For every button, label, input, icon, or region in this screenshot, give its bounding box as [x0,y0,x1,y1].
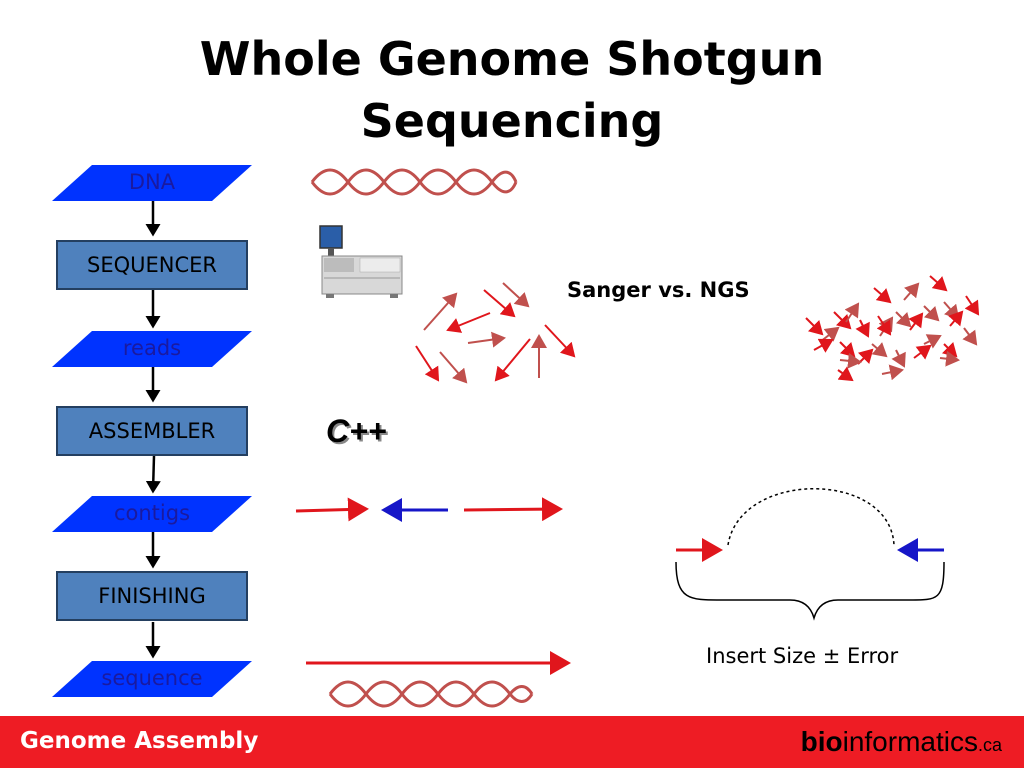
flow-label-dna: DNA [128,170,176,194]
title-line-1: Whole Genome Shotgun [199,32,825,86]
flow-shape-reads [52,331,252,367]
brand-bold: bio [800,726,843,757]
sanger-vs-ngs-label: Sanger vs. NGS [567,278,750,302]
footer-title: Genome Assembly [20,728,259,754]
sanger-reads [415,282,576,384]
ngs-reads [805,275,980,382]
flow-label-sequence: sequence [101,666,203,690]
contig-arrows [295,497,563,522]
flow-box-label: SEQUENCER [87,253,217,277]
flow-box-sequencer: SEQUENCER [56,240,248,290]
brand-main: informatics [842,726,978,757]
mate-pair-diagram [675,488,945,621]
slide-title: Whole Genome Shotgun Sequencing [0,28,1024,152]
flow-box-finishing: FINISHING [56,571,248,621]
brand-logo: bioinformatics.ca [801,726,1002,758]
flow-connectors [145,201,161,659]
flow-box-assembler: ASSEMBLER [56,406,248,456]
dna-helix-icon [310,168,518,196]
flow-label-contigs: contigs [113,501,191,525]
flow-shape-dna [52,165,252,201]
flow-label-reads: reads [122,336,182,360]
brand-suffix: .ca [977,735,1002,755]
flow-shape-contigs [52,496,252,532]
title-line-2: Sequencing [360,94,664,148]
footer-bar: Genome Assembly bioinformatics.ca [0,716,1024,768]
sequencer-machine-icon [312,212,408,302]
flow-box-label: FINISHING [98,584,206,608]
flow-box-label: ASSEMBLER [88,419,216,443]
cpp-label: C++ [326,413,387,449]
insert-size-label: Insert Size ± Error [706,644,899,668]
flow-shape-sequence [52,661,252,697]
dna-helix-icon [328,680,534,708]
